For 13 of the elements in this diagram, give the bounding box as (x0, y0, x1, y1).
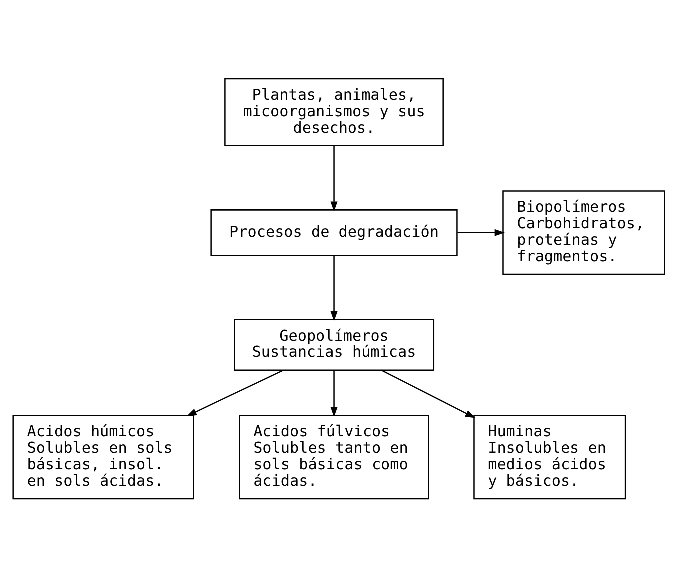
arrow (381, 370, 476, 418)
node-box: Geopolímeros Sustancias húmicas (234, 319, 435, 371)
node-box: Biopolímeros Carbohidratos, proteínas y fragmentos. (502, 190, 666, 276)
node-box: Procesos de degradación (210, 210, 458, 256)
arrow (330, 256, 338, 322)
arrow (330, 146, 338, 212)
node-box: Plantas, animales, micoorganismos y sus desechos. (224, 78, 444, 146)
node-box: Huminas Insolubles en medios ácidos y básicos. (474, 415, 626, 500)
node-box: Acidos húmicos Solubles en sols básicas, insol. en sols ácidas. (12, 415, 194, 500)
arrow (186, 370, 284, 416)
node-box: Acidos fúlvicos Solubles tanto en sols básicas como ácidas. (239, 415, 430, 500)
arrow (458, 229, 505, 236)
arrow (330, 370, 338, 418)
